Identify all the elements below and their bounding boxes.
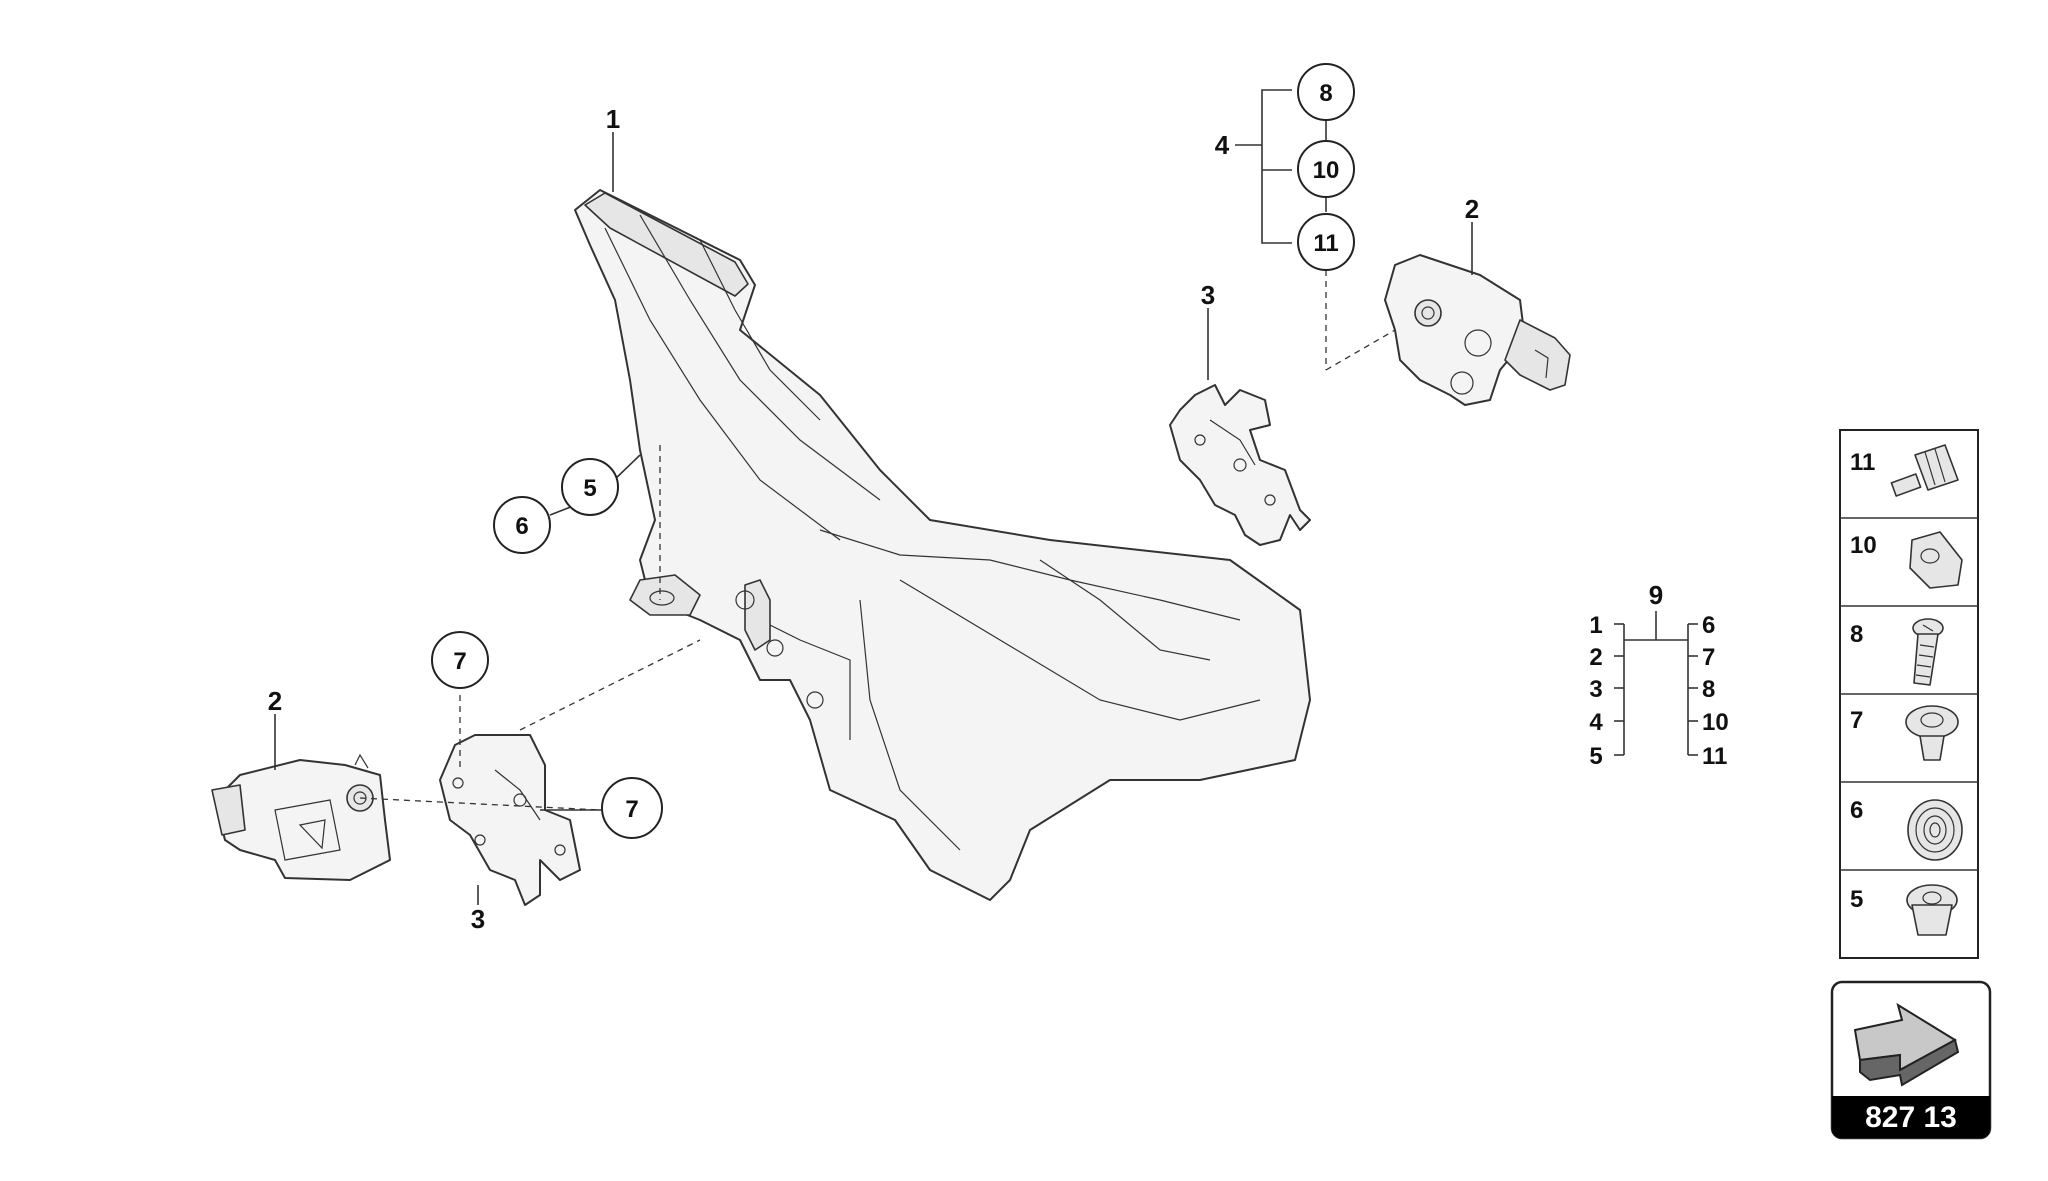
callout-7-right[interactable]: 7	[601, 777, 663, 839]
callout-2-right[interactable]: 2	[1465, 194, 1479, 224]
callout-1[interactable]: 1	[606, 104, 620, 134]
kit-right-item[interactable]: 10	[1702, 709, 1729, 736]
legend-row-5[interactable]: 5	[1850, 884, 1958, 936]
page-reference-label: 827 13	[1865, 1101, 1957, 1134]
kit-right-item[interactable]: 7	[1702, 644, 1715, 671]
legend-row-7[interactable]: 7	[1850, 705, 1959, 761]
kit-right-item[interactable]: 8	[1702, 676, 1715, 703]
svg-text:5: 5	[583, 475, 596, 502]
svg-text:7: 7	[625, 796, 638, 823]
svg-text:11: 11	[1313, 230, 1338, 257]
kit-left-item[interactable]: 4	[1589, 709, 1603, 736]
bracket-part-3-left[interactable]	[439, 734, 581, 906]
callout-10[interactable]: 10	[1297, 140, 1355, 198]
fastener-legend: 11 10 8	[1839, 429, 1979, 959]
callout-2-left[interactable]: 2	[268, 686, 282, 716]
clamp-nut-icon	[1909, 531, 1963, 589]
kit-right-item[interactable]: 11	[1702, 743, 1727, 770]
callout-3-left[interactable]: 3	[471, 904, 485, 934]
kit-right-item[interactable]: 6	[1702, 612, 1715, 639]
callout-4[interactable]: 4	[1215, 130, 1230, 160]
callout-3-right[interactable]: 3	[1201, 280, 1215, 310]
svg-text:7: 7	[453, 648, 466, 675]
kit-left-item[interactable]: 1	[1589, 612, 1602, 639]
legend-row-10[interactable]: 10	[1850, 531, 1963, 589]
kit-left-item[interactable]: 5	[1589, 743, 1602, 770]
svg-text:7: 7	[1850, 707, 1863, 734]
flange-screw-icon	[1905, 705, 1959, 761]
kit-grouping-9: 9 1 2 3 4 5 6 7 8 10 11	[1589, 580, 1728, 770]
spring-clip-icon	[1907, 799, 1963, 861]
bracket-part-3-right[interactable]	[1169, 384, 1311, 546]
legend-row-6[interactable]: 6	[1850, 797, 1963, 861]
callout-11[interactable]: 11	[1297, 213, 1355, 271]
svg-text:8: 8	[1319, 80, 1332, 107]
callout-6[interactable]: 6	[493, 496, 551, 554]
callout-8[interactable]: 8	[1297, 63, 1355, 121]
legend-row-11[interactable]: 11	[1850, 444, 1959, 497]
push-nut-icon	[1906, 884, 1958, 936]
next-page-arrow-icon	[1853, 1002, 1960, 1087]
svg-text:10: 10	[1313, 157, 1340, 184]
svg-text:5: 5	[1850, 886, 1863, 913]
svg-text:8: 8	[1850, 621, 1863, 648]
svg-text:11: 11	[1850, 449, 1875, 476]
svg-text:6: 6	[515, 513, 528, 540]
kit-header[interactable]: 9	[1649, 580, 1663, 610]
kit-left-item[interactable]: 2	[1589, 644, 1602, 671]
actuator-part-2-right[interactable]	[1384, 254, 1571, 406]
kit-left-item[interactable]: 3	[1589, 676, 1602, 703]
leader-lines	[274, 89, 1473, 905]
svg-text:10: 10	[1850, 532, 1877, 559]
clip-stud-icon	[1890, 444, 1959, 497]
svg-text:6: 6	[1850, 797, 1863, 824]
callout-7-top[interactable]: 7	[431, 631, 489, 689]
bolt-icon	[1912, 618, 1944, 686]
air-duct-part-1[interactable]	[574, 189, 1311, 901]
actuator-part-2-left[interactable]	[211, 753, 391, 881]
legend-row-8[interactable]: 8	[1850, 618, 1944, 686]
callout-5[interactable]: 5	[561, 458, 619, 516]
page-reference-button[interactable]: 827 13	[1830, 980, 1992, 1140]
